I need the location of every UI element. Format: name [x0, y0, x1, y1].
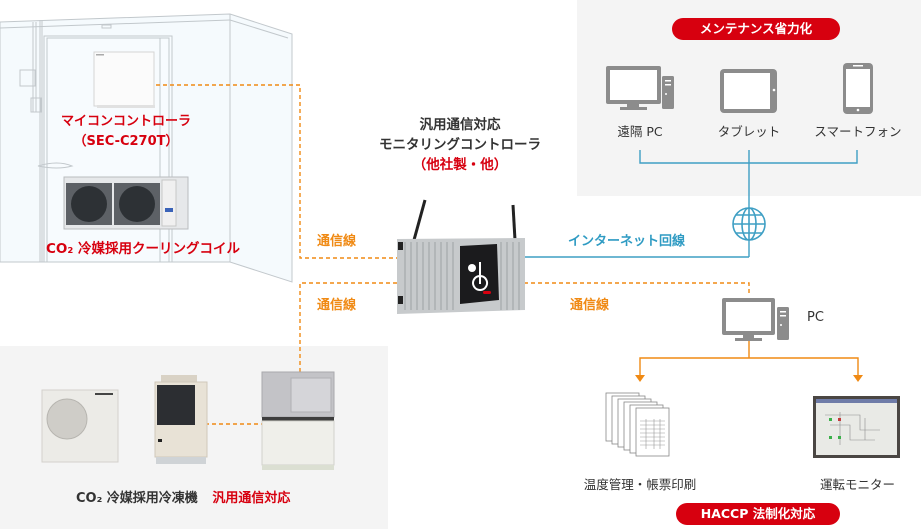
maintenance-badge: メンテナンス省力化	[672, 18, 840, 40]
device-label-smartphone: スマートフォン	[814, 124, 902, 139]
output-label-operation-monitor: 運転モニター	[819, 477, 895, 492]
pc-icon	[722, 298, 789, 341]
output-arrows	[639, 341, 859, 375]
refrigerator-label-main: CO₂ 冷媒採用冷凍機	[76, 491, 198, 506]
monitoring-controller-note: （他社製・他）	[412, 157, 508, 173]
monitoring-controller-device	[397, 199, 525, 314]
cooling-coil-device	[63, 176, 189, 230]
smartphone-icon	[843, 63, 873, 114]
comm-line-label-lower: 通信線	[317, 298, 357, 313]
monitoring-controller-title-line1: 汎用通信対応	[419, 117, 501, 133]
pc-label: PC	[807, 310, 824, 325]
desktop-pc-icon	[606, 66, 674, 110]
document-stack-icon	[605, 392, 670, 457]
device-label-remote-pc: 遠隔 PC	[617, 124, 663, 139]
micro-controller-label: マイコンコントローラ （SEC-C270T）	[56, 112, 196, 152]
comm-line-label-right: 通信線	[570, 298, 610, 313]
monitoring-controller-title-line2: モニタリングコントローラ	[379, 137, 541, 153]
micro-controller-device	[93, 51, 155, 108]
haccp-badge: HACCP 法制化対応	[676, 503, 840, 525]
refrigerator-generic-comm	[261, 371, 335, 470]
micro-controller-label-line1: マイコンコントローラ	[60, 114, 191, 129]
arrow-down-icon	[853, 375, 863, 382]
monitor-screen-icon	[813, 396, 900, 458]
tablet-icon	[720, 69, 777, 113]
refrigerator-label-highlight: 汎用通信対応	[212, 491, 291, 506]
output-label-temperature-report: 温度管理・帳票印刷	[583, 477, 697, 492]
internet-line-label: インターネット回線	[568, 234, 686, 249]
comm-lines	[156, 84, 750, 425]
cooling-coil-label: CO₂ 冷媒採用クーリングコイル	[46, 241, 240, 257]
monitoring-controller-title: 汎用通信対応 モニタリングコントローラ （他社製・他）	[345, 115, 575, 175]
refrigerator-label: CO₂ 冷媒採用冷凍機 汎用通信対応	[76, 487, 290, 506]
arrow-down-icon	[635, 375, 645, 382]
outdoor-unit-medium	[154, 375, 208, 464]
globe-icon	[732, 207, 766, 241]
device-label-tablet: タブレット	[717, 124, 781, 139]
micro-controller-label-line2: （SEC-C270T）	[73, 134, 179, 149]
outdoor-unit-small	[41, 389, 119, 463]
comm-line-label-upper: 通信線	[317, 234, 357, 249]
